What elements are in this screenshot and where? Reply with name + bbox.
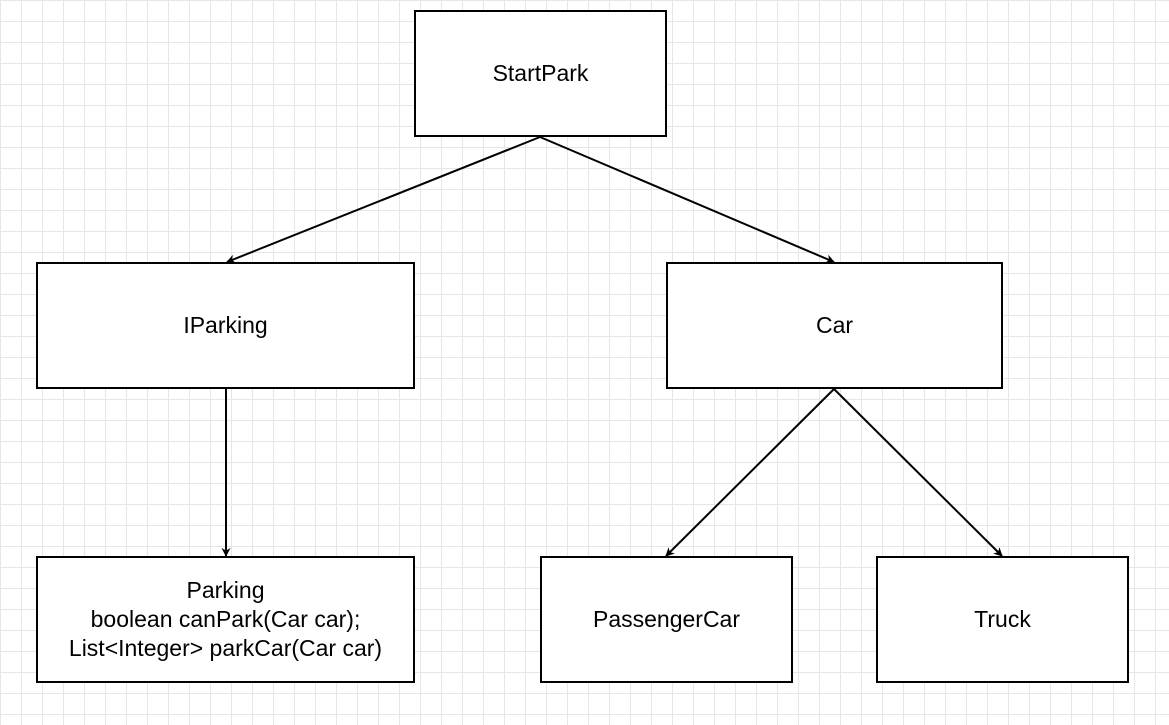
node-parking-title: Parking	[186, 577, 265, 603]
node-startpark-label: StartPark	[492, 60, 589, 86]
node-parking-method-canpark: boolean canPark(Car car);	[90, 606, 361, 632]
node-iparking-label: IParking	[183, 312, 268, 338]
node-car-label: Car	[815, 312, 854, 338]
node-car[interactable]: Car	[666, 262, 1003, 389]
node-passengercar[interactable]: PassengerCar	[540, 556, 793, 683]
edge-car-to-truck	[833, 388, 1003, 557]
edge-startpark-to-car	[539, 136, 835, 263]
edge-startpark-to-iparking	[226, 136, 541, 264]
node-passengercar-label: PassengerCar	[592, 606, 741, 632]
node-parking[interactable]: Parking boolean canPark(Car car); List<I…	[36, 556, 415, 683]
edge-car-to-passengercar	[665, 388, 835, 557]
node-truck[interactable]: Truck	[876, 556, 1129, 683]
node-startpark[interactable]: StartPark	[414, 10, 667, 137]
node-parking-method-parkcar: List<Integer> parkCar(Car car)	[68, 635, 383, 661]
node-iparking[interactable]: IParking	[36, 262, 415, 389]
node-truck-label: Truck	[974, 606, 1031, 632]
